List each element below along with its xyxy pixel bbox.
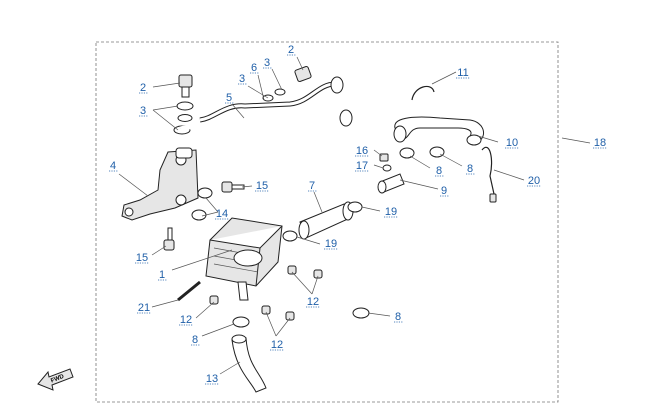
drain-bolt xyxy=(173,74,194,135)
hose-clip xyxy=(411,85,435,101)
callout-7: 7 xyxy=(309,180,315,192)
mounting-bracket xyxy=(121,147,199,221)
parts-layer: FWD xyxy=(37,66,497,393)
callout-3b: 3 xyxy=(239,73,245,85)
oil-cooler xyxy=(205,217,283,301)
lower-hose xyxy=(231,334,267,393)
fwd-arrow: FWD xyxy=(37,368,74,391)
callout-17: 17 xyxy=(356,160,368,172)
callout-8c: 8 xyxy=(395,311,401,323)
leader-lines xyxy=(118,56,591,375)
fwd-label: FWD xyxy=(50,373,66,384)
stud xyxy=(177,280,201,302)
callout-10: 10 xyxy=(506,137,518,149)
callout-11: 11 xyxy=(457,67,468,79)
callout-18: 18 xyxy=(594,137,606,149)
callout-3a: 3 xyxy=(140,105,146,117)
hose-clamp-upper xyxy=(347,201,363,213)
pipe-fitting xyxy=(262,66,312,102)
upper-hose xyxy=(393,116,485,146)
clamp-upper-a xyxy=(399,147,415,159)
callout-15b: 15 xyxy=(136,252,148,264)
callout-20: 20 xyxy=(528,175,540,187)
callout-21: 21 xyxy=(138,302,150,314)
clamp-mid xyxy=(352,307,370,319)
callout-5: 5 xyxy=(226,92,232,104)
callout-2b: 2 xyxy=(288,44,294,56)
callout-8b: 8 xyxy=(467,163,473,175)
hose-clamp-lower xyxy=(282,230,298,242)
callout-16: 16 xyxy=(356,145,368,157)
o-ring-upper xyxy=(197,187,213,199)
bolt-upper xyxy=(221,181,245,193)
bolt-lower xyxy=(163,227,175,251)
callouts: 1 2 2 3 3 3 4 5 6 7 8 8 8 8 9 10 11 xyxy=(109,44,607,385)
callout-12b: 12 xyxy=(307,296,319,308)
sensor-wire xyxy=(481,146,497,203)
callout-19a: 19 xyxy=(385,206,397,218)
callout-3c: 3 xyxy=(264,57,270,69)
callout-6: 6 xyxy=(251,62,257,74)
callout-2a: 2 xyxy=(140,82,146,94)
hose-connector xyxy=(377,173,405,194)
callout-4: 4 xyxy=(110,160,116,172)
clamp-lower xyxy=(232,316,250,328)
o-ring-lower xyxy=(191,209,207,221)
callout-12a: 12 xyxy=(180,314,192,326)
callout-14: 14 xyxy=(216,208,228,220)
callout-1: 1 xyxy=(159,269,165,281)
callout-9: 9 xyxy=(441,185,447,197)
callout-15a: 15 xyxy=(256,180,268,192)
washer xyxy=(382,164,392,172)
clamp-upper-b xyxy=(429,146,445,158)
assembly-frame xyxy=(95,41,559,403)
callout-13: 13 xyxy=(206,373,218,385)
oil-pipe xyxy=(179,76,353,148)
callout-8d: 8 xyxy=(192,334,198,346)
callout-8a: 8 xyxy=(436,165,442,177)
coolant-hose xyxy=(298,201,354,240)
cooler-bolts xyxy=(209,265,323,321)
callout-12c: 12 xyxy=(271,339,283,351)
callout-19b: 19 xyxy=(325,238,337,250)
